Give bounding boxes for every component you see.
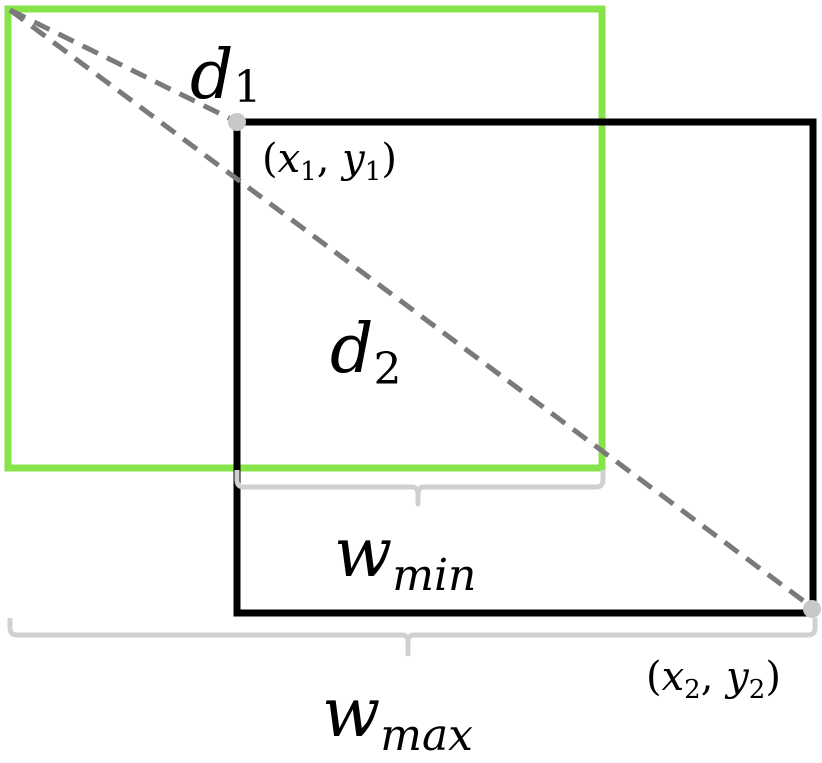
w-min-brace: [234, 470, 606, 507]
w-max-brace: [7, 618, 818, 657]
point-2-label: (x2, y2): [646, 654, 781, 705]
point-1: [228, 113, 246, 131]
d2-dashed-line: [8, 7, 815, 611]
d2-label: d2: [330, 310, 402, 395]
w-min-label: wmin: [334, 514, 476, 601]
green-box: [4, 5, 606, 472]
black-box: [233, 118, 817, 617]
point-1-label: (x1, y1): [262, 136, 397, 187]
d1-label: d1: [190, 36, 262, 115]
w-max-label: wmax: [322, 674, 473, 761]
point-2: [803, 600, 821, 618]
d1-dashed-line: [8, 7, 239, 125]
